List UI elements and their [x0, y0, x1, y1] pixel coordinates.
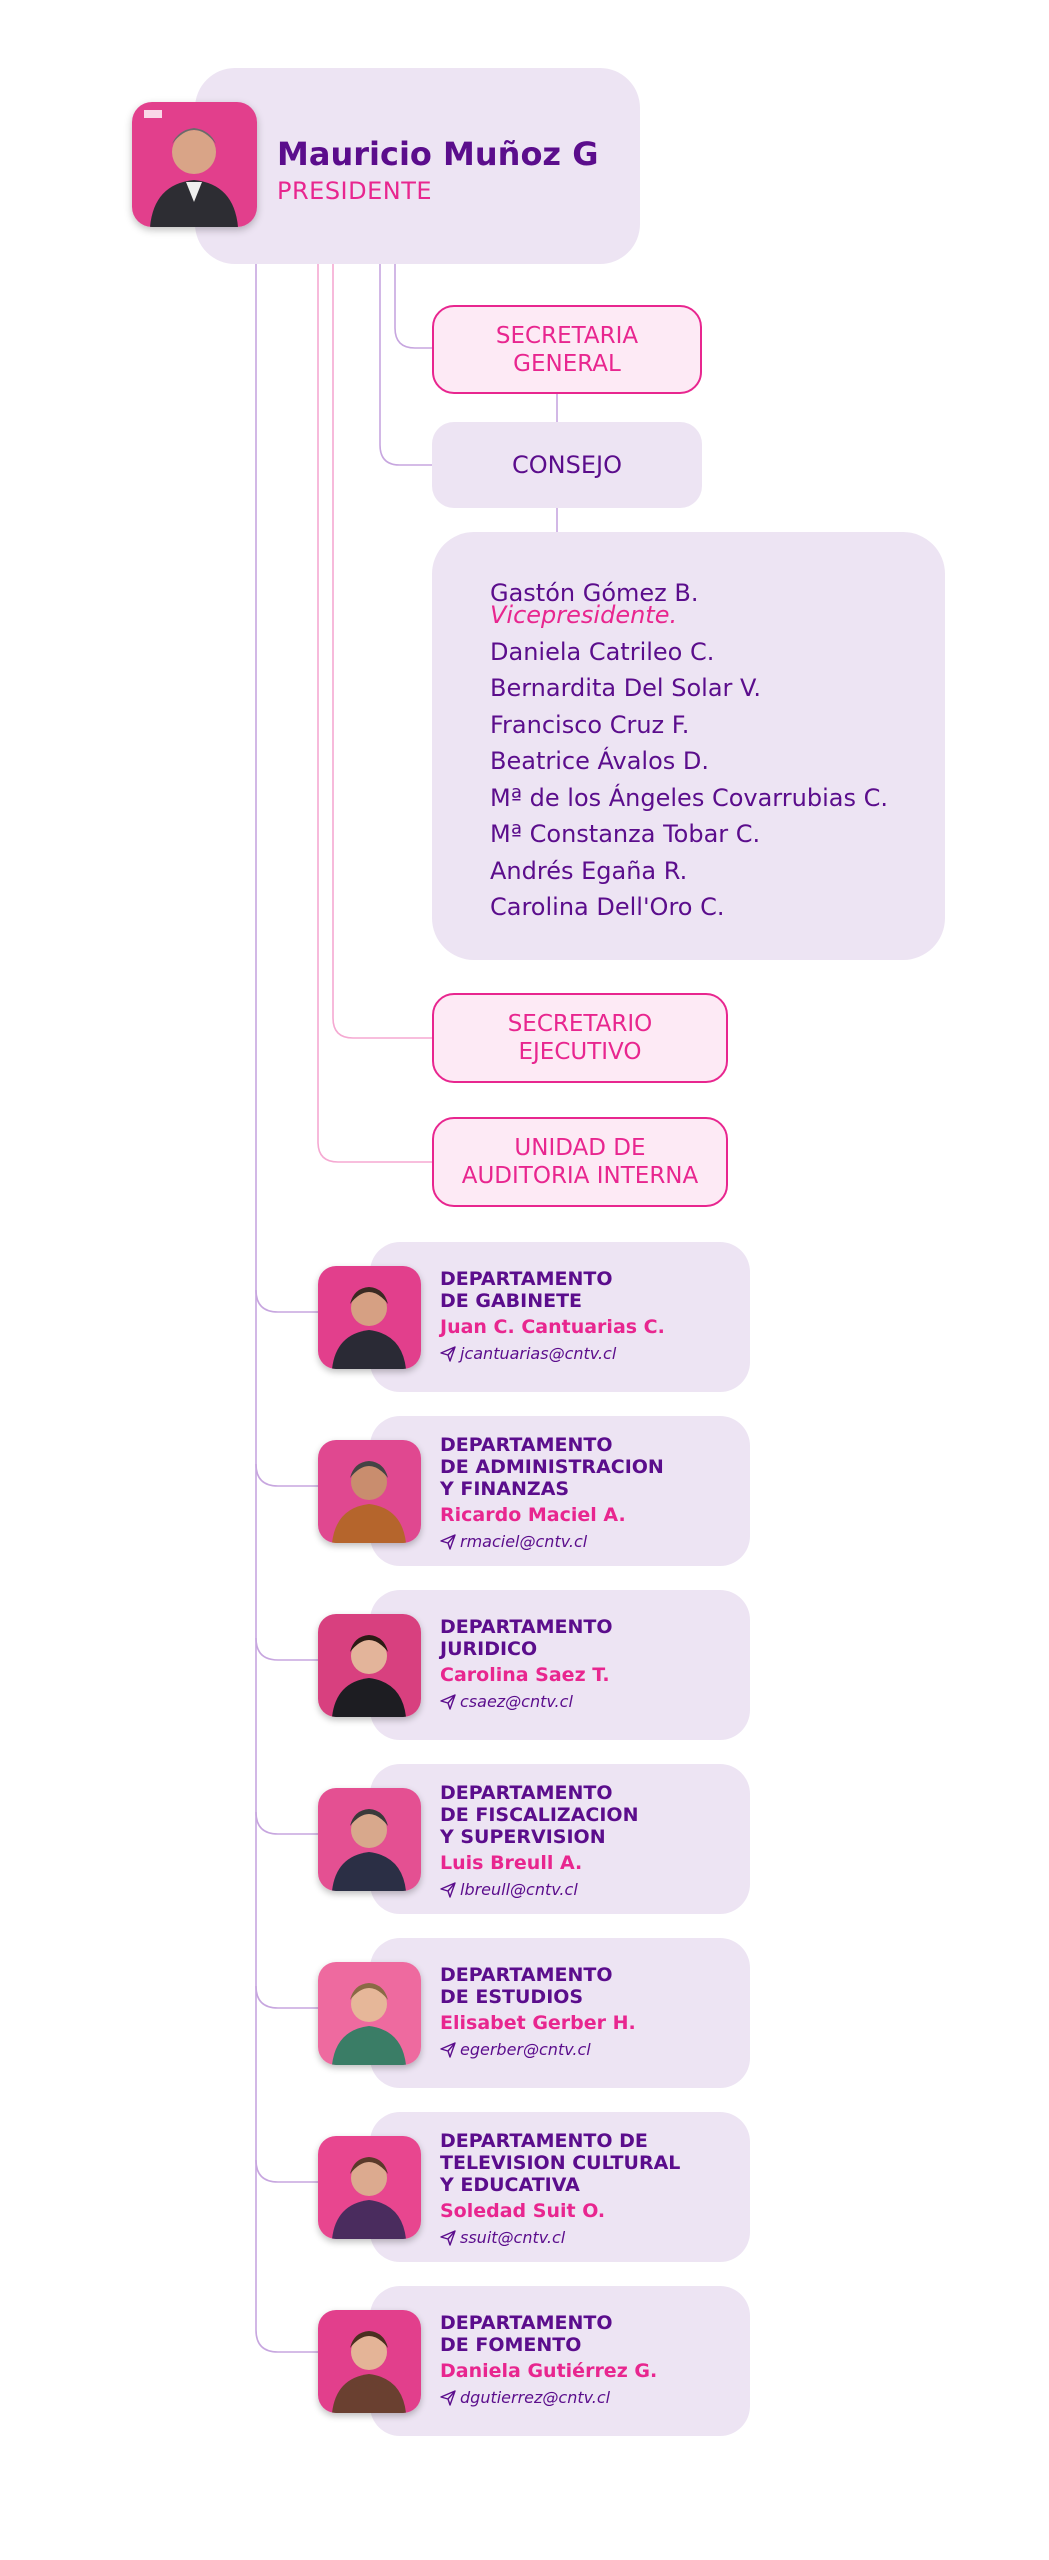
department-head-name: Daniela Gutiérrez G.: [440, 2360, 658, 2382]
president-card: [195, 68, 640, 264]
send-icon: [440, 2390, 456, 2406]
department-card: [370, 2286, 750, 2436]
send-icon: [440, 1534, 456, 1550]
department-head-name: Ricardo Maciel A.: [440, 1504, 626, 1526]
department-card: [370, 1416, 750, 1566]
department-title: DEPARTAMENTO DE FOMENTO: [440, 2312, 613, 2356]
department-head-name: Carolina Saez T.: [440, 1664, 610, 1686]
president-photo: [132, 102, 257, 227]
department-head-photo: [318, 2136, 421, 2239]
consejo-label: CONSEJO: [512, 451, 622, 479]
secretaria-general-box: SECRETARIA GENERAL: [432, 305, 702, 394]
department-email-link[interactable]: egerber@cntv.cl: [440, 2039, 636, 2061]
council-member: Daniela Catrileo C.: [490, 637, 715, 666]
department-card: [370, 1242, 750, 1392]
department-title: DEPARTAMENTO JURIDICO: [440, 1616, 613, 1660]
department-email[interactable]: dgutierrez@cntv.cl: [460, 2388, 611, 2407]
president-name: Mauricio Muñoz G: [277, 135, 599, 173]
send-icon: [440, 1694, 456, 1710]
department-card: [370, 1938, 750, 2088]
department-title: DEPARTAMENTO DE FISCALIZACION Y SUPERVIS…: [440, 1782, 639, 1848]
auditoria-box: UNIDAD DE AUDITORIA INTERNA: [432, 1117, 728, 1207]
secretario-ejecutivo-box: SECRETARIO EJECUTIVO: [432, 993, 728, 1083]
council-card: [432, 532, 945, 960]
send-icon: [440, 2042, 456, 2058]
department-email[interactable]: rmaciel@cntv.cl: [460, 1532, 588, 1551]
secretario-ejecutivo-label: SECRETARIO EJECUTIVO: [507, 1011, 653, 1065]
council-member: Mª de los Ángeles Covarrubias C.: [490, 783, 888, 812]
department-head-photo: [318, 1266, 421, 1369]
department-email-link[interactable]: lbreull@cntv.cl: [440, 1879, 638, 1901]
department-info: DEPARTAMENTO DE FOMENTO Daniela Gutiérrez…: [440, 2312, 657, 2409]
department-info: DEPARTAMENTO DE GABINETE Juan C. Cantuari…: [440, 1268, 665, 1365]
department-email-link[interactable]: csaez@cntv.cl: [440, 1691, 613, 1713]
department-email-link[interactable]: rmaciel@cntv.cl: [440, 1531, 664, 1553]
department-info: DEPARTAMENTO JURIDICO Carolina Saez T. csa…: [440, 1616, 613, 1713]
department-card: [370, 1764, 750, 1914]
department-head-photo: [318, 1962, 421, 2065]
secretaria-general-label: SECRETARIA GENERAL: [495, 322, 639, 377]
department-info: DEPARTAMENTO DE TELEVISION CULTURAL Y ED…: [440, 2130, 680, 2249]
council-member: Carolina Dell'Oro C.: [490, 893, 725, 921]
vice-president-role: Vicepresidente.: [490, 600, 678, 629]
department-email[interactable]: jcantuarias@cntv.cl: [460, 1344, 617, 1363]
council-member: Mª Constanza Tobar C.: [490, 820, 761, 848]
department-email-link[interactable]: dgutierrez@cntv.cl: [440, 2387, 657, 2409]
council-member: Beatrice Ávalos D.: [490, 747, 709, 775]
council-member: Bernardita Del Solar V.: [490, 674, 761, 702]
department-email[interactable]: csaez@cntv.cl: [460, 1692, 573, 1711]
department-title: DEPARTAMENTO DE GABINETE: [440, 1268, 613, 1312]
department-title: DEPARTAMENTO DE ESTUDIOS: [440, 1964, 613, 2008]
council-member: Francisco Cruz F.: [490, 710, 690, 739]
department-head-name: Juan C. Cantuarias C.: [440, 1316, 665, 1338]
auditoria-label: UNIDAD DE AUDITORIA INTERNA: [461, 1135, 699, 1189]
department-head-name: Soledad Suit O.: [440, 2200, 606, 2222]
department-head-photo: [318, 1614, 421, 1717]
department-head-photo: [318, 1440, 421, 1543]
president-title: PRESIDENTE: [277, 177, 433, 205]
council-member: Andrés Egaña R.: [490, 856, 688, 885]
consejo-box: CONSEJO: [432, 422, 702, 508]
department-head-photo: [318, 2310, 421, 2413]
send-icon: [440, 1882, 456, 1898]
vice-president-name: Gastón Gómez B.: [490, 579, 699, 607]
department-card: [370, 2112, 750, 2262]
department-head-name: Elisabet Gerber H.: [440, 2012, 636, 2034]
send-icon: [440, 2230, 456, 2246]
department-card: [370, 1590, 750, 1740]
department-info: DEPARTAMENTO DE ESTUDIOS Elisabet Gerber …: [440, 1964, 636, 2061]
department-email[interactable]: egerber@cntv.cl: [460, 2040, 591, 2059]
department-head-name: Luis Breull A.: [440, 1852, 583, 1874]
send-icon: [440, 1346, 456, 1362]
department-head-photo: [318, 1788, 421, 1891]
department-email[interactable]: lbreull@cntv.cl: [460, 1880, 578, 1899]
department-info: DEPARTAMENTO DE ADMINISTRACION Y FINANZA…: [440, 1434, 664, 1553]
department-title: DEPARTAMENTO DE ADMINISTRACION Y FINANZA…: [440, 1434, 664, 1500]
department-title: DEPARTAMENTO DE TELEVISION CULTURAL Y ED…: [440, 2130, 681, 2196]
department-email[interactable]: ssuit@cntv.cl: [460, 2228, 566, 2247]
department-info: DEPARTAMENTO DE FISCALIZACION Y SUPERVIS…: [440, 1782, 638, 1901]
department-email-link[interactable]: ssuit@cntv.cl: [440, 2227, 680, 2249]
department-email-link[interactable]: jcantuarias@cntv.cl: [440, 1343, 665, 1365]
council-members-list: Gastón Gómez B. Vicepresidente. Daniela …: [490, 575, 888, 926]
